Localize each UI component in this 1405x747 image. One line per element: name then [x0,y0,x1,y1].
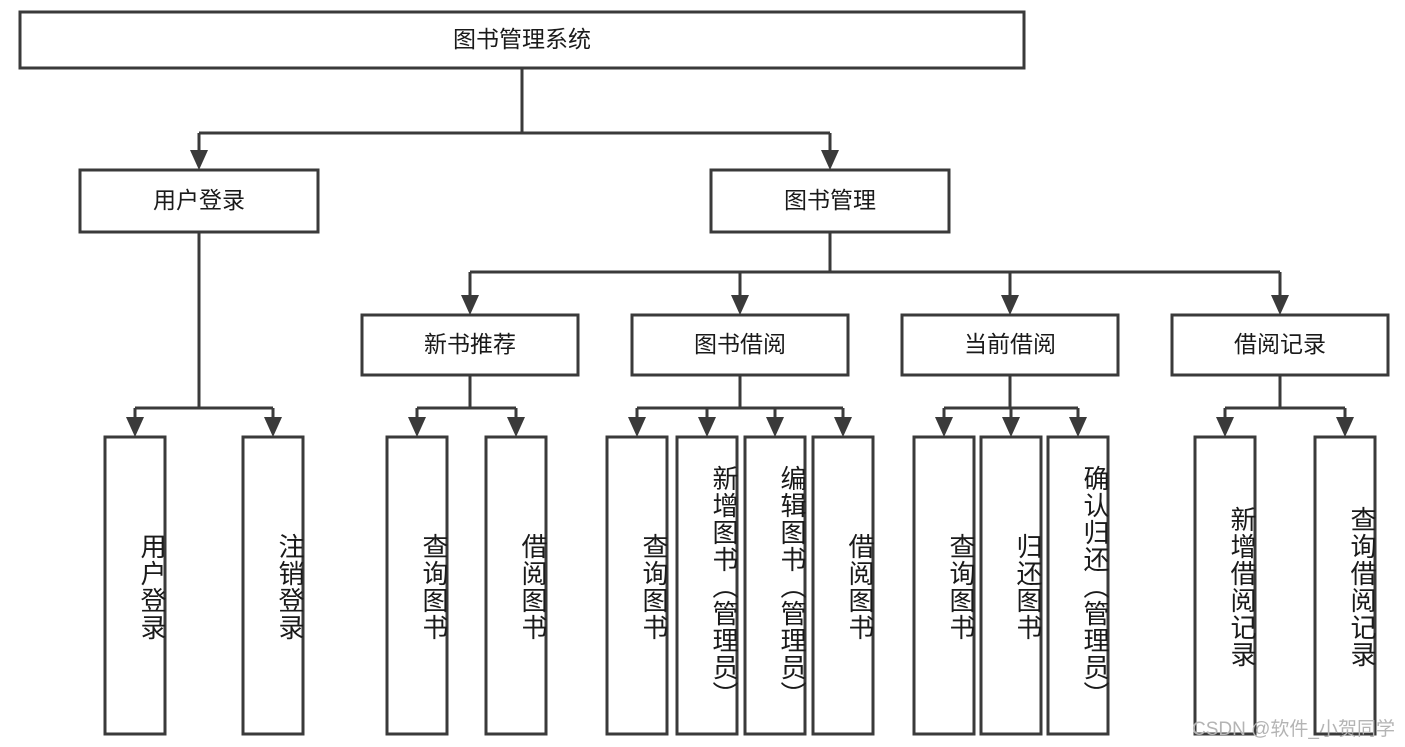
node-label-user-login: 用户登录 [153,187,245,213]
connector-layer [126,68,1354,437]
arrow-head-icon [766,417,784,437]
node-box-leaf-query-book-1[interactable] [385,435,449,736]
node-title-label: 图书管理系统 [453,26,591,52]
arrow-head-icon [1216,417,1234,437]
node-label-book-borrow: 图书借阅 [694,331,786,357]
node-box-book-management[interactable] [709,168,951,234]
node-box-current-borrow[interactable] [900,313,1120,377]
arrow-head-icon [1069,417,1087,437]
arrow-head-icon [461,295,479,315]
node-box-leaf-confirm-return[interactable] [1046,435,1110,736]
arrow-head-icon [628,417,646,437]
arrow-head-icon [731,295,749,315]
arrow-head-icon [408,417,426,437]
node-label-book-management: 图书管理 [784,187,876,213]
arrow-head-icon [126,417,144,437]
arrow-head-icon [264,417,282,437]
node-box-leaf-query-book-2[interactable] [605,435,669,736]
node-box-leaf-add-book[interactable] [675,435,739,736]
node-box-leaf-return-book[interactable] [979,435,1043,736]
node-box-leaf-borrow-book-2[interactable] [811,435,875,736]
node-box-leaf-query-record[interactable] [1313,435,1377,736]
arrow-head-icon [190,150,208,170]
node-box-new-book-recommend[interactable] [360,313,580,377]
node-box-leaf-borrow-book-1[interactable] [484,435,548,736]
node-box-layer [18,10,1390,736]
node-box-leaf-add-record[interactable] [1193,435,1257,736]
node-box-book-borrow[interactable] [630,313,850,377]
arrow-head-icon [834,417,852,437]
arrow-head-icon [1271,295,1289,315]
node-box-leaf-user-login[interactable] [103,435,167,736]
arrow-head-icon [1336,417,1354,437]
arrow-head-icon [1002,417,1020,437]
node-box-leaf-query-book-3[interactable] [912,435,976,736]
node-box-user-login[interactable] [78,168,320,234]
arrow-head-icon [507,417,525,437]
arrow-head-icon [698,417,716,437]
arrow-head-icon [1001,295,1019,315]
watermark: CSDN @软件_小贺同学 [1192,719,1395,740]
node-box-leaf-edit-book[interactable] [743,435,807,736]
node-title-box[interactable] [18,10,1026,70]
arrow-head-icon [935,417,953,437]
node-label-new-book-recommend: 新书推荐 [424,331,516,357]
node-label-current-borrow: 当前借阅 [964,331,1056,357]
node-label-borrow-record: 借阅记录 [1234,331,1326,357]
arrow-head-icon [821,150,839,170]
node-box-borrow-record[interactable] [1170,313,1390,377]
node-box-leaf-logout[interactable] [241,435,305,736]
